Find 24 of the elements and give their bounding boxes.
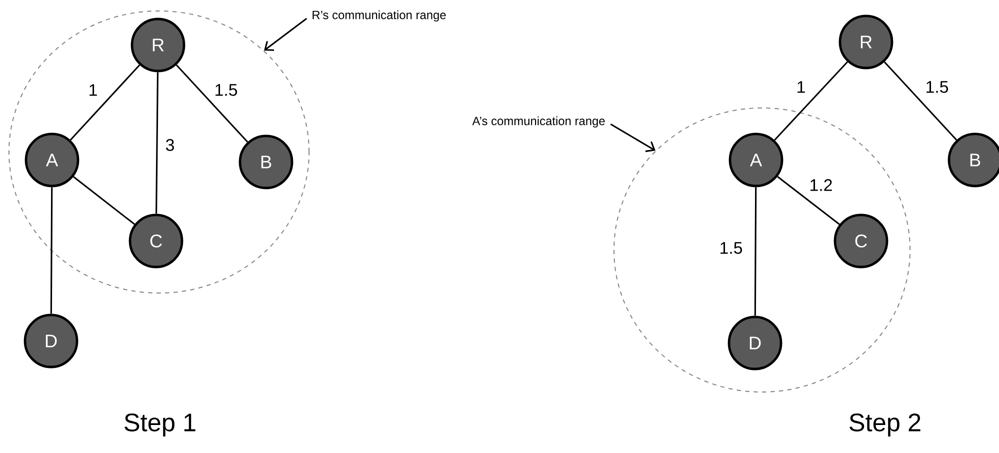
edge-line (774, 61, 848, 141)
edge-label: 1.5 (718, 240, 744, 256)
edge-line (754, 187, 757, 316)
step-label: Step 2 (850, 414, 920, 436)
edge-label: 1.5 (924, 80, 950, 94)
callout-text: A’s communication range (472, 116, 605, 128)
edge-label: 3 (164, 138, 176, 152)
edge-line (70, 64, 140, 141)
edge-label: 1 (86, 82, 100, 98)
edge-label: 1 (794, 80, 808, 94)
edge-line (884, 61, 958, 141)
edge-line (73, 176, 136, 225)
edge-label: 1.2 (808, 178, 834, 192)
edge-line (176, 64, 248, 143)
callout-text: R’s communication range (312, 10, 446, 22)
edge-line (777, 176, 840, 225)
step-label: Step 1 (124, 414, 196, 436)
range-circle (613, 107, 911, 393)
edge-line (156, 72, 159, 214)
edge-label: 1.5 (212, 82, 240, 98)
leader-line (610, 123, 656, 152)
range-circle (8, 10, 310, 294)
leader-line (264, 18, 308, 51)
edge-line (50, 187, 53, 314)
